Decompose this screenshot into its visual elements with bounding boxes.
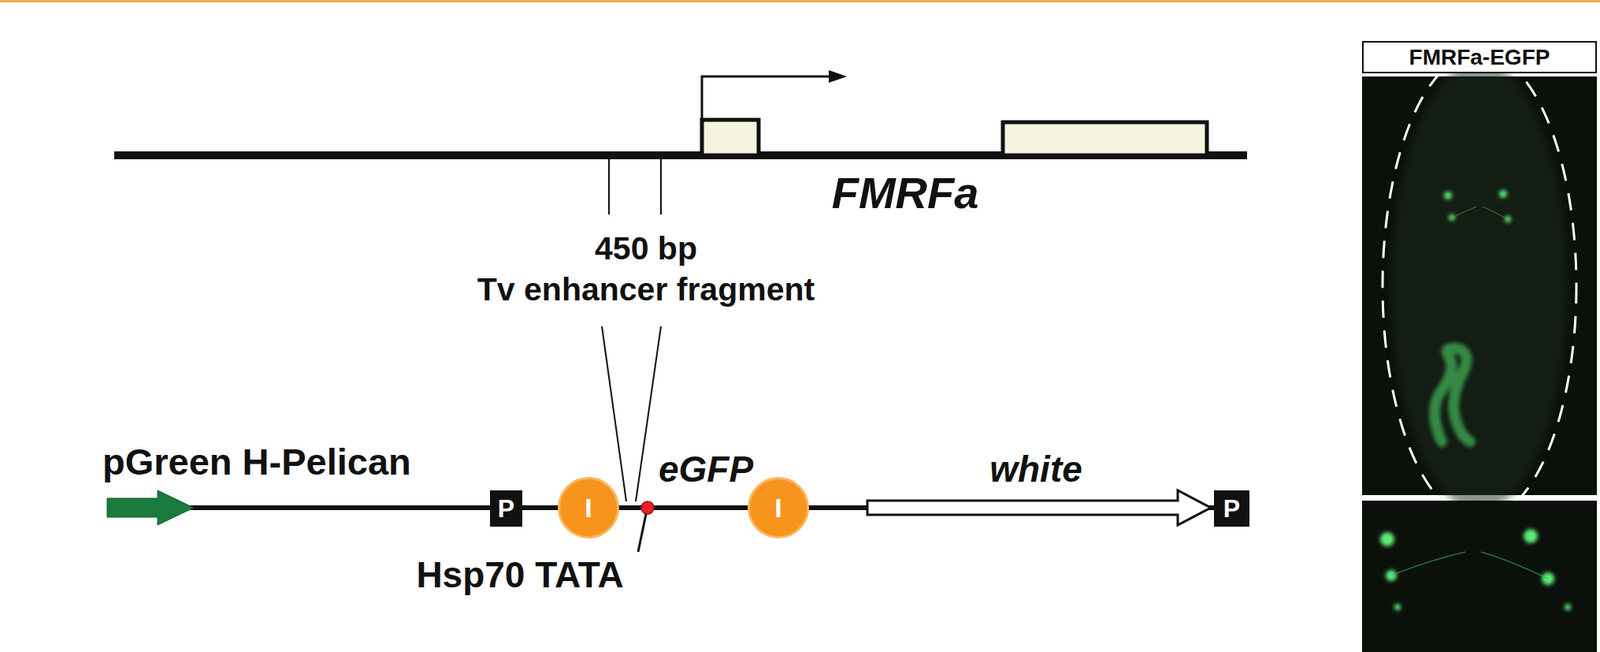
- gut-signal: [1434, 348, 1471, 442]
- exon-box: [1002, 122, 1207, 156]
- neurons: [1444, 189, 1511, 223]
- node-text: P: [1223, 495, 1240, 521]
- marker-gene-name: white: [989, 449, 1083, 490]
- insulator-circle: I: [747, 476, 810, 539]
- insert-line: [635, 326, 661, 502]
- fragment-name: Tv enhancer fragment: [477, 271, 815, 308]
- white-gene-arrow: [867, 490, 1211, 525]
- fragment-tick: [660, 159, 662, 215]
- green-arrow: [107, 490, 194, 525]
- neurons-zoom: [1380, 528, 1571, 610]
- fragment-tick: [608, 159, 610, 215]
- axons: [1451, 206, 1508, 220]
- insert-line: [601, 326, 627, 502]
- node-text: I: [774, 493, 782, 521]
- embryo-glow: [1391, 62, 1568, 510]
- node-text: P: [497, 495, 515, 521]
- p-element-box: P: [490, 490, 523, 527]
- top-rule: [0, 0, 1600, 3]
- panel-header: FMRFa-EGFP: [1362, 40, 1597, 74]
- exon-box: [701, 119, 759, 156]
- micrograph-zoom: [1362, 500, 1597, 652]
- tss-arrowhead: [828, 70, 847, 83]
- axons-zoom: [1391, 551, 1549, 579]
- leader-line: [638, 513, 646, 552]
- embryo-outline: [1382, 52, 1577, 520]
- tata-dot: [641, 501, 654, 514]
- tss-arrow: [701, 76, 832, 120]
- vector-name: pGreen H-Pelican: [102, 441, 412, 483]
- fragment-size: 450 bp: [594, 230, 698, 267]
- node-text: I: [584, 493, 592, 521]
- p-element-box: P: [1213, 490, 1250, 527]
- insulator-circle: I: [557, 476, 620, 539]
- node-text: FMRFa-EGFP: [1409, 46, 1551, 69]
- reporter-name: eGFP: [658, 449, 754, 490]
- gene-name: FMRFa: [831, 168, 980, 218]
- promoter-label: Hsp70 TATA: [415, 554, 624, 595]
